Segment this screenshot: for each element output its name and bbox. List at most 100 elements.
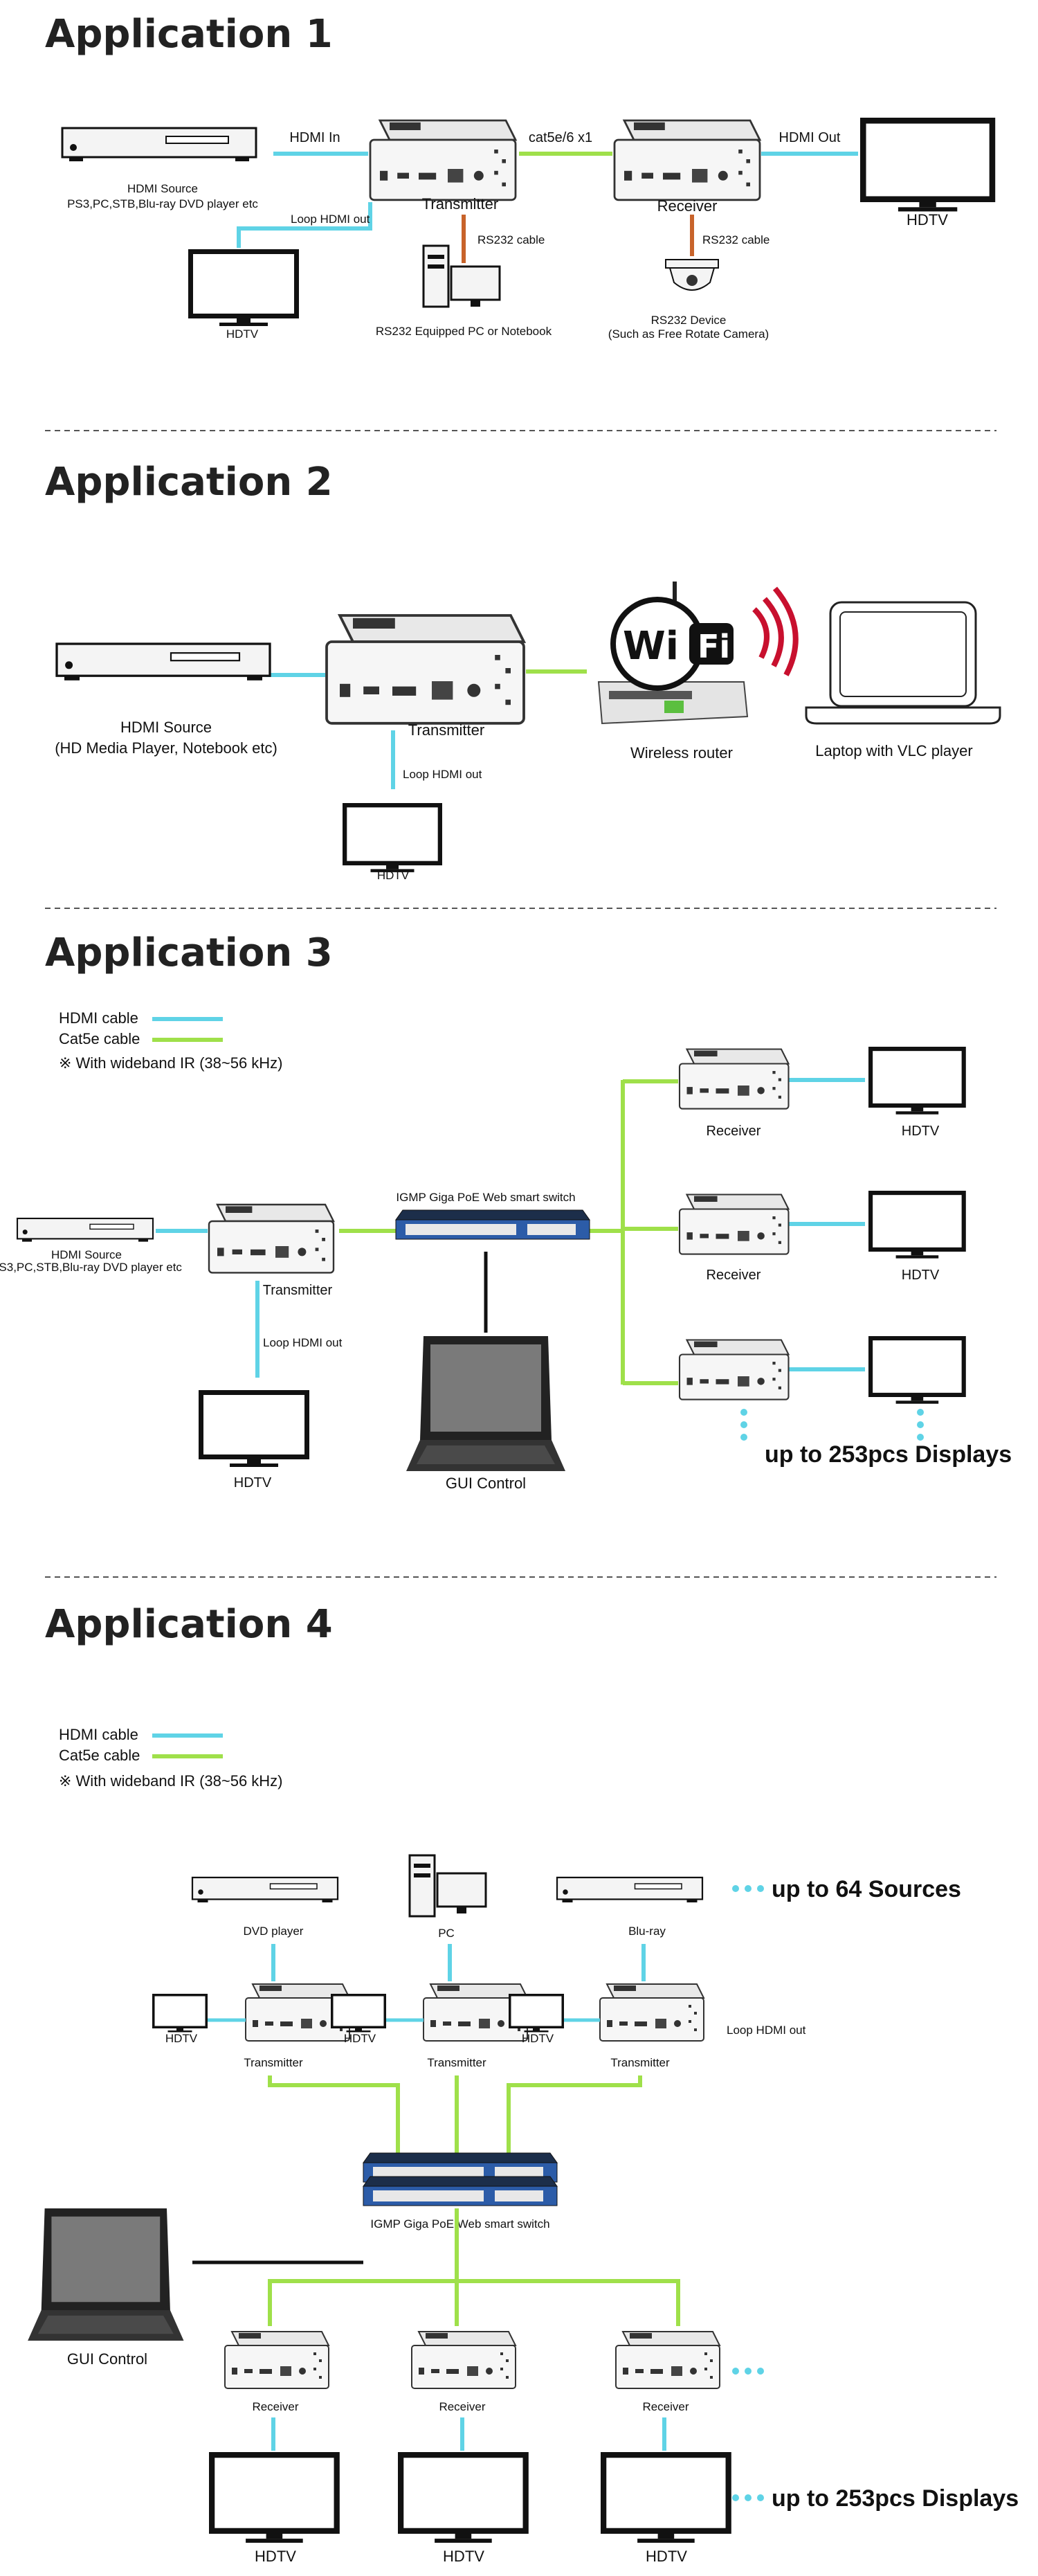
hdtv-right-monitor — [860, 118, 996, 212]
hdtv-monitor-3 — [601, 2452, 731, 2543]
pc-label: PC — [438, 1927, 455, 1940]
hdtv-label-1: HDTV — [902, 1124, 940, 1139]
hdtv-left-label: HDTV — [226, 327, 259, 341]
hdtv-left-monitor — [188, 249, 299, 326]
source-label-2: (HD Media Player, Notebook etc) — [55, 739, 277, 757]
transmitter-label-3: Transmitter — [610, 2056, 670, 2069]
transmitter-device — [369, 119, 517, 201]
dvd-label: DVD player — [244, 1925, 304, 1938]
switch-device — [395, 1209, 590, 1240]
cat-cable-rx — [268, 2279, 680, 2326]
source-label-2: PS3,PC,STB,Blu-ray DVD player etc — [0, 1261, 182, 1274]
receiver-label-2: Receiver — [707, 1268, 761, 1283]
displays-label: up to 253pcs Displays — [772, 2485, 1019, 2512]
legend-ir-label: ※ With wideband IR (38~56 kHz) — [59, 1772, 283, 1790]
receiver-device-1 — [224, 2331, 329, 2389]
gui-label: GUI Control — [67, 2350, 147, 2368]
receiver-label: Receiver — [657, 197, 718, 215]
source-label-1: HDMI Source — [127, 182, 198, 195]
hdmi-source-device — [61, 127, 257, 163]
cat-cable-tx1 — [268, 2075, 400, 2153]
receiver-device-1 — [678, 1048, 790, 1110]
hdtv-monitor-1 — [209, 2452, 340, 2543]
hdtv-small-3 — [509, 1994, 564, 2033]
router-label: Wireless router — [630, 744, 733, 762]
app4-title: Application 4 — [45, 1602, 333, 1647]
application-4: Application 4 HDMI cable Cat5e cable ※ W… — [28, 1602, 1019, 2565]
receiver-device-3 — [615, 2331, 720, 2389]
transmitter-label: Transmitter — [408, 721, 484, 739]
hdtv-label: HDTV — [377, 869, 410, 882]
legend-ir-label: ※ With wideband IR (38~56 kHz) — [59, 1054, 283, 1072]
legend-hdmi-label: HDMI cable — [59, 1726, 138, 1743]
hdtv-monitor-3 — [868, 1336, 966, 1404]
hdmi-out-label: HDMI Out — [779, 130, 841, 145]
application-1: Application 1 HDMI Source PS3,PC,STB,Blu… — [45, 12, 996, 341]
transmitter-label: Transmitter — [263, 1283, 333, 1298]
hdtv-left-monitor — [199, 1390, 309, 1467]
receiver-device-2 — [411, 2331, 516, 2389]
source-label-1: HDMI Source — [51, 1248, 122, 1261]
hdtv-small-label-2: HDTV — [344, 2032, 376, 2045]
rs232-cable-label-b: RS232 cable — [702, 233, 770, 246]
transmitter-label-1: Transmitter — [244, 2056, 303, 2069]
source-label-1: HDMI Source — [120, 719, 212, 736]
hdtv-left-label: HDTV — [234, 1475, 272, 1490]
application-3: Application 3 HDMI cable Cat5e cable ※ W… — [0, 930, 1012, 1492]
dvd-player-device — [191, 1876, 339, 1904]
rs232-cable-label-a: RS232 cable — [477, 233, 545, 246]
hdtv-small-label-3: HDTV — [522, 2032, 554, 2045]
pc-icon — [408, 1854, 487, 1918]
loop-label: Loop HDMI out — [291, 213, 370, 226]
receiver-label-1: Receiver — [252, 2400, 298, 2413]
hdmi-in-label: HDMI In — [289, 130, 340, 145]
receiver-label-3: Receiver — [642, 2400, 689, 2413]
app3-title: Application 3 — [45, 930, 333, 975]
switch-label: IGMP Giga PoE Web smart switch — [370, 2217, 549, 2231]
laptop-icon — [805, 601, 1001, 725]
hdtv-small-label-1: HDTV — [165, 2032, 198, 2045]
gui-laptop — [28, 2208, 184, 2341]
device-label-2: (Such as Free Rotate Camera) — [608, 327, 769, 341]
hdtv-label-3: HDTV — [646, 2548, 687, 2565]
hdtv-small-2 — [331, 1994, 386, 2033]
receivers-dots — [732, 2368, 764, 2375]
laptop-label: Laptop with VLC player — [815, 742, 972, 759]
receiver-device-3 — [678, 1339, 790, 1400]
transmitter-device — [208, 1203, 335, 1274]
receiver-device-2 — [678, 1194, 790, 1255]
displays-dots — [732, 2494, 764, 2501]
pc-icon — [422, 244, 501, 308]
cat-cable-tx3 — [507, 2075, 642, 2153]
loop-label: Loop HDMI out — [727, 2024, 806, 2037]
receiver-label-1: Receiver — [707, 1124, 761, 1139]
transmitter-label-2: Transmitter — [427, 2056, 486, 2069]
wifi-fi-text: Fi — [698, 628, 730, 665]
hdtv-label-2: HDTV — [902, 1268, 940, 1283]
hdtv-monitor — [343, 803, 442, 872]
legend-hdmi-label: HDMI cable — [59, 1009, 138, 1027]
switch-label: IGMP Giga PoE Web smart switch — [396, 1191, 575, 1204]
hdtv-label-1: HDTV — [255, 2548, 296, 2565]
transmitter-label: Transmitter — [422, 195, 498, 213]
hdtv-label-2: HDTV — [443, 2548, 484, 2565]
hdtv-monitor-2 — [398, 2452, 529, 2543]
hdtv-small-1 — [152, 1994, 208, 2033]
receiver-device — [613, 119, 761, 201]
camera-icon — [665, 259, 719, 291]
switch-device — [363, 2152, 558, 2206]
sources-dots — [732, 1885, 764, 1892]
receiver-label-2: Receiver — [439, 2400, 485, 2413]
app2-title: Application 2 — [45, 460, 333, 505]
hdtv-monitor-2 — [868, 1191, 966, 1259]
more-dots — [740, 1409, 924, 1441]
loop-label: Loop HDMI out — [403, 768, 482, 781]
wireless-router-icon: Wi Fi — [597, 582, 799, 725]
transmitter-device — [325, 614, 525, 725]
gui-label: GUI Control — [446, 1475, 526, 1492]
loop-cable — [237, 202, 372, 248]
pc-label: RS232 Equipped PC or Notebook — [376, 325, 552, 338]
sources-label: up to 64 Sources — [772, 1876, 961, 1902]
hdtv-right-label: HDTV — [907, 211, 948, 228]
source-label-2: PS3,PC,STB,Blu-ray DVD player etc — [67, 197, 258, 210]
